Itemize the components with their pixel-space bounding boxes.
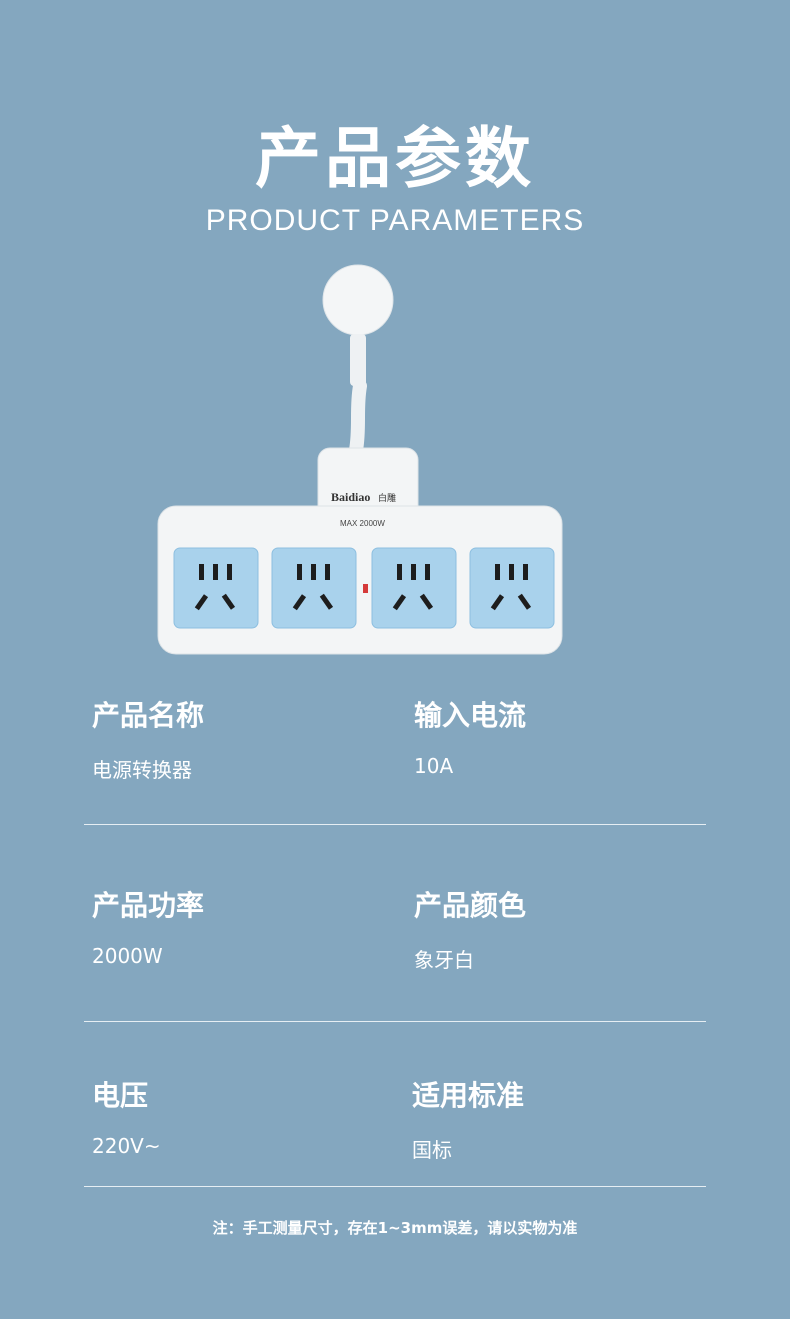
param-product-power: 产品功率 2000W [92, 884, 204, 968]
power-strip-image: Baidiao 白雕 MAX 2000W [157, 264, 563, 655]
socket-3 [371, 547, 457, 629]
param-value: 220V~ [92, 1134, 161, 1158]
measurement-note: 注：手工测量尺寸，存在1~3mm误差，请以实物为准 [212, 1219, 578, 1237]
socket-2 [271, 547, 357, 629]
param-input-current: 输入电流 10A [414, 694, 526, 778]
param-value: 10A [414, 754, 454, 778]
param-label: 输入电流 [414, 699, 527, 732]
divider [84, 824, 706, 825]
rating-text: MAX 2000W [340, 519, 385, 528]
param-value: 象牙白 [414, 948, 474, 972]
param-label: 产品颜色 [414, 889, 527, 922]
divider [84, 1021, 706, 1022]
param-label: 电压 [92, 1079, 149, 1112]
page-title: 产品参数 [255, 120, 535, 197]
page-subtitle: PRODUCT PARAMETERS [205, 204, 585, 237]
param-product-color: 产品颜色 象牙白 [414, 884, 526, 973]
strip-body [157, 505, 563, 655]
indicator-light [363, 584, 368, 593]
param-label: 适用标准 [412, 1079, 525, 1112]
plug-head [322, 264, 394, 336]
param-value: 2000W [92, 944, 163, 968]
param-value: 电源转换器 [92, 758, 192, 782]
param-value: 国标 [412, 1138, 452, 1162]
param-standard: 适用标准 国标 [412, 1074, 524, 1163]
param-label: 产品功率 [92, 889, 205, 922]
socket-4 [469, 547, 555, 629]
param-label: 产品名称 [92, 699, 205, 732]
socket-1 [173, 547, 259, 629]
svg-text:白雕: 白雕 [378, 492, 396, 504]
param-product-name: 产品名称 电源转换器 [92, 694, 204, 783]
brand-logo: Baidiao [331, 490, 370, 504]
param-voltage: 电压 220V~ [92, 1074, 161, 1158]
divider [84, 1186, 706, 1187]
power-cord [349, 379, 367, 457]
